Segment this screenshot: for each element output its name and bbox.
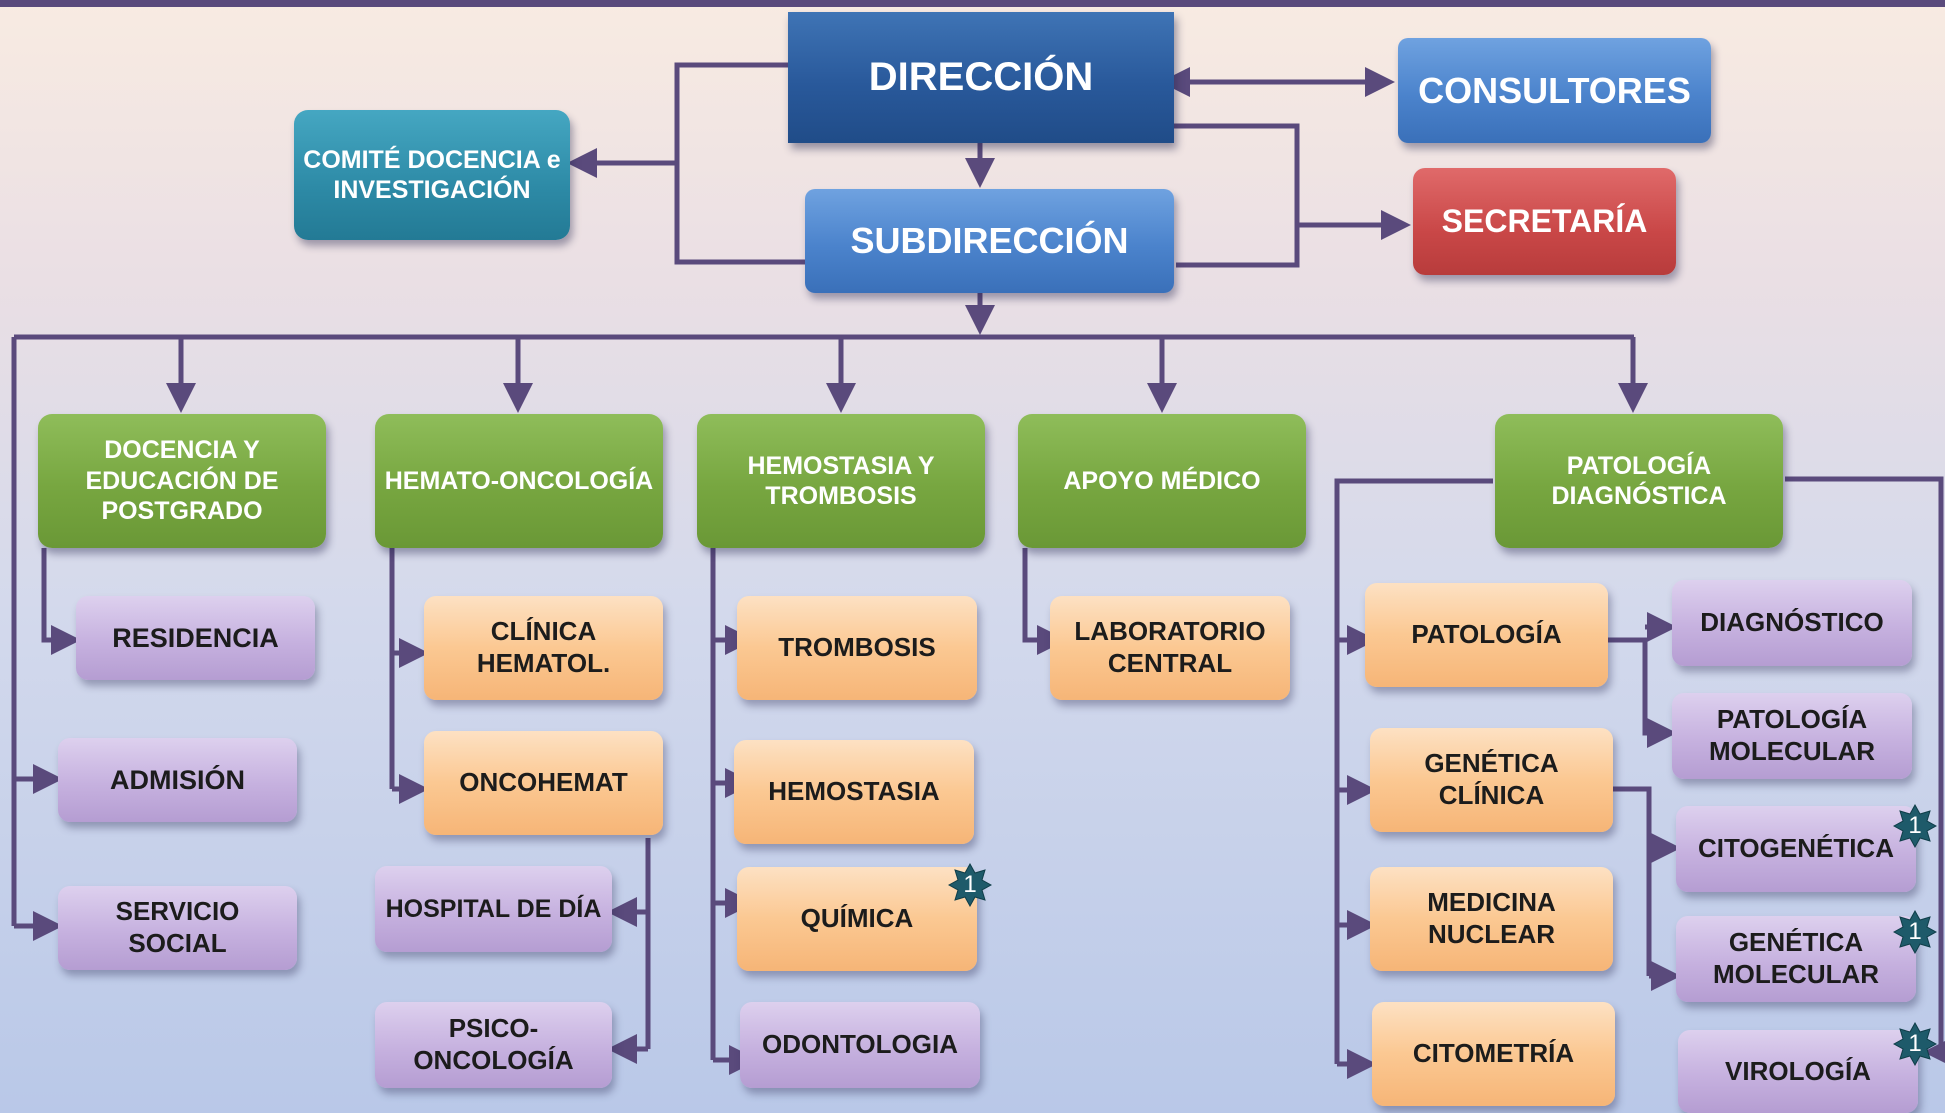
psico-oncologia-label: PSICO-ONCOLOGÍA <box>413 1013 574 1075</box>
genetica-bus <box>1613 786 1652 976</box>
medicina-nuclear-box[interactable]: MEDICINA NUCLEAR <box>1370 867 1613 971</box>
dept-hemato-label: HEMATO-ONCOLOGÍA <box>384 466 654 495</box>
secretaria-label: SECRETARÍA <box>1441 202 1648 239</box>
top-border-line <box>0 0 1945 7</box>
oncohemat-label: ONCOHEMAT <box>459 767 628 798</box>
dept-apoyo-box[interactable]: APOYO MÉDICO <box>1018 414 1306 548</box>
servicio-social-box[interactable]: SERVICIO SOCIAL <box>58 886 297 970</box>
to-laboratorio <box>1022 548 1067 655</box>
comite-docencia-label: COMITÉ DOCENCIA e INVESTIGACIÓN <box>303 145 561 205</box>
quimica-badge-count: 1 <box>963 871 977 898</box>
direccion-label: DIRECCIÓN <box>868 55 1094 100</box>
trombosis-label: TROMBOSIS <box>778 632 936 663</box>
virologia-badge-count: 1 <box>1908 1030 1922 1057</box>
dept-hemostasia-box[interactable]: HEMOSTASIA Y TROMBOSIS <box>697 414 985 548</box>
hemostasia-unit-box[interactable]: HEMOSTASIA <box>734 740 974 844</box>
virologia-box[interactable]: VIROLOGÍA <box>1678 1030 1918 1113</box>
diagnostico-label: DIAGNÓSTICO <box>1700 607 1884 638</box>
hospital-de-dia-box[interactable]: HOSPITAL DE DÍA <box>375 866 612 952</box>
patdiag-right <box>1785 476 1945 1067</box>
connector-secretaria <box>1174 123 1300 268</box>
hemostasia-unit-label: HEMOSTASIA <box>768 776 940 807</box>
odontologia-label: ODONTOLOGIA <box>762 1029 958 1060</box>
patologia-bus <box>1608 637 1672 736</box>
psico-oncologia-box[interactable]: PSICO-ONCOLOGÍA <box>375 1002 612 1088</box>
citogenetica-label: CITOGENÉTICA <box>1698 833 1894 864</box>
patologia-box[interactable]: PATOLOGÍA <box>1365 583 1608 687</box>
genetica-clinica-box[interactable]: GENÉTICA CLÍNICA <box>1370 728 1613 832</box>
quimica-box[interactable]: QUÍMICA <box>737 867 977 971</box>
consultores-box[interactable]: CONSULTORES <box>1398 38 1711 143</box>
servicio-social-label: SERVICIO SOCIAL <box>115 896 240 958</box>
citogenetica-badge[interactable]: 1 <box>1892 803 1938 849</box>
secretaria-box[interactable]: SECRETARÍA <box>1413 168 1676 275</box>
citogenetica-badge-count: 1 <box>1908 812 1922 839</box>
star-badge-icon <box>947 862 993 908</box>
laboratorio-central-box[interactable]: LABORATORIO CENTRAL <box>1050 596 1290 700</box>
citometria-box[interactable]: CITOMETRÍA <box>1372 1002 1615 1106</box>
diagnostico-box[interactable]: DIAGNÓSTICO <box>1672 580 1912 666</box>
subdireccion-label: SUBDIRECCIÓN <box>850 220 1129 262</box>
star-badge-icon <box>1892 909 1938 955</box>
citogenetica-box[interactable]: CITOGENÉTICA <box>1676 806 1916 892</box>
quimica-badge[interactable]: 1 <box>947 862 993 908</box>
subdireccion-box[interactable]: SUBDIRECCIÓN <box>805 189 1174 293</box>
admision-label: ADMISIÓN <box>110 764 245 795</box>
patologia-molecular-box[interactable]: PATOLOGÍA MOLECULAR <box>1672 693 1912 779</box>
genetica-clinica-label: GENÉTICA CLÍNICA <box>1424 748 1559 810</box>
consultores-label: CONSULTORES <box>1418 69 1691 111</box>
patologia-molecular-label: PATOLOGÍA MOLECULAR <box>1708 704 1876 766</box>
residencia-box[interactable]: RESIDENCIA <box>76 596 315 680</box>
clinica-hematol-box[interactable]: CLÍNICA HEMATOL. <box>424 596 663 700</box>
dept-docencia-label: DOCENCIA Y EDUCACIÓN DE POSTGRADO <box>85 436 279 526</box>
clinica-hematol-label: CLÍNICA HEMATOL. <box>476 616 611 678</box>
hospital-de-dia-label: HOSPITAL DE DÍA <box>385 894 602 923</box>
to-residencia <box>41 548 81 655</box>
admision-box[interactable]: ADMISIÓN <box>58 738 297 822</box>
dept-apoyo-label: APOYO MÉDICO <box>1063 466 1261 495</box>
genetica-molecular-box[interactable]: GENÉTICA MOLECULAR <box>1676 916 1916 1002</box>
medicina-nuclear-label: MEDICINA NUCLEAR <box>1427 887 1556 949</box>
residencia-label: RESIDENCIA <box>112 622 279 653</box>
genetica-molecular-badge-count: 1 <box>1908 918 1922 945</box>
quimica-label: QUÍMICA <box>800 903 914 934</box>
oncohemat-box[interactable]: ONCOHEMAT <box>424 731 663 835</box>
dept-patologia-diagnostica-label: PATOLOGÍA DIAGNÓSTICA <box>1551 451 1727 511</box>
laboratorio-central-label: LABORATORIO CENTRAL <box>1074 616 1266 678</box>
star-badge-icon <box>1892 803 1938 849</box>
virologia-badge[interactable]: 1 <box>1892 1021 1938 1067</box>
dept-patologia-diagnostica-box[interactable]: PATOLOGÍA DIAGNÓSTICA <box>1495 414 1783 548</box>
citometria-label: CITOMETRÍA <box>1412 1038 1575 1069</box>
patologia-label: PATOLOGÍA <box>1411 619 1562 650</box>
patdiag-left <box>1334 478 1493 1064</box>
dept-docencia-box[interactable]: DOCENCIA Y EDUCACIÓN DE POSTGRADO <box>38 414 326 548</box>
dept-hemato-box[interactable]: HEMATO-ONCOLOGÍA <box>375 414 663 548</box>
virologia-label: VIROLOGÍA <box>1725 1055 1871 1086</box>
trombosis-box[interactable]: TROMBOSIS <box>737 596 977 700</box>
connector-comite <box>674 62 805 265</box>
dept-hemostasia-label: HEMOSTASIA Y TROMBOSIS <box>747 451 935 511</box>
star-badge-icon <box>1892 1021 1938 1067</box>
comite-docencia-box[interactable]: COMITÉ DOCENCIA e INVESTIGACIÓN <box>294 110 570 240</box>
direccion-box[interactable]: DIRECCIÓN <box>788 12 1174 143</box>
odontologia-box[interactable]: ODONTOLOGIA <box>740 1002 980 1088</box>
genetica-molecular-badge[interactable]: 1 <box>1892 909 1938 955</box>
genetica-molecular-label: GENÉTICA MOLECULAR <box>1712 927 1880 989</box>
